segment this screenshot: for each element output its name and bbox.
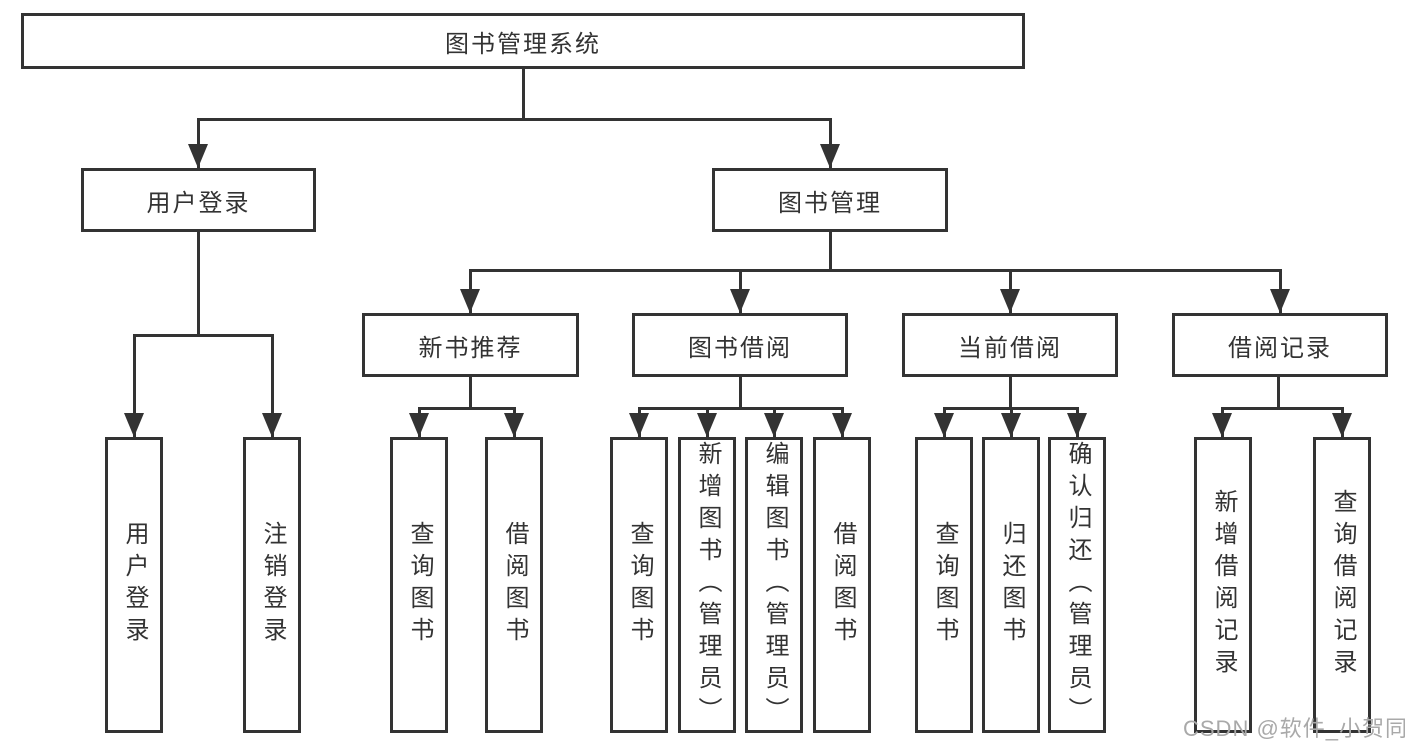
connector-line [739, 377, 742, 410]
arrow-down-icon [262, 413, 282, 437]
connector-line [197, 232, 200, 337]
arrow-down-icon [629, 413, 649, 437]
arrow-down-icon [1212, 413, 1232, 437]
arrow-down-icon [188, 144, 208, 168]
node-borrow-records-label: 借阅记录 [1228, 334, 1332, 362]
connector-line [133, 334, 274, 337]
node-book-borrow: 图书借阅 [632, 313, 848, 377]
connector-line [943, 407, 1079, 410]
leaf-bb-add-books-admin-label: 新增图书（管理员） [694, 441, 721, 729]
connector-line [829, 232, 832, 272]
node-current-borrow-label: 当前借阅 [958, 334, 1062, 362]
arrow-down-icon [1067, 413, 1087, 437]
leaf-cb-confirm-return-admin: 确认归还（管理员） [1048, 437, 1106, 733]
node-user-login: 用户登录 [81, 168, 316, 232]
connector-line [469, 377, 472, 410]
arrow-down-icon [730, 289, 750, 313]
connector-line [418, 407, 516, 410]
leaf-logout: 注销登录 [243, 437, 301, 733]
arrow-down-icon [832, 413, 852, 437]
arrow-down-icon [1332, 413, 1352, 437]
connector-line [522, 69, 525, 121]
node-library-system: 图书管理系统 [21, 13, 1025, 69]
arrow-down-icon [504, 413, 524, 437]
leaf-bb-query-books-label: 查询图书 [626, 521, 653, 649]
node-book-borrow-label: 图书借阅 [688, 334, 792, 362]
leaf-bb-edit-books-admin: 编辑图书（管理员） [745, 437, 803, 733]
leaf-logout-label: 注销登录 [259, 521, 286, 649]
arrow-down-icon [1000, 289, 1020, 313]
leaf-cb-query-books-label: 查询图书 [931, 521, 958, 649]
arrow-down-icon [1001, 413, 1021, 437]
leaf-nb-borrow-books: 借阅图书 [485, 437, 543, 733]
leaf-br-add-record: 新增借阅记录 [1194, 437, 1252, 733]
arrow-down-icon [1270, 289, 1290, 313]
arrow-down-icon [460, 289, 480, 313]
connector-line [1221, 407, 1344, 410]
connector-line [469, 269, 1282, 272]
leaf-bb-borrow-books-label: 借阅图书 [829, 521, 856, 649]
leaf-br-query-record: 查询借阅记录 [1313, 437, 1371, 733]
leaf-nb-query-books-label: 查询图书 [406, 521, 433, 649]
connector-line [197, 118, 832, 121]
connector-line [271, 336, 274, 437]
node-new-book-recommend: 新书推荐 [362, 313, 579, 377]
node-new-book-recommend-label: 新书推荐 [418, 334, 523, 362]
node-book-management: 图书管理 [712, 168, 948, 232]
csdn-watermark: CSDN @软件_小贺同学 [1183, 716, 1405, 741]
connector-line [1277, 377, 1280, 410]
arrow-down-icon [409, 413, 429, 437]
arrow-down-icon [820, 144, 840, 168]
leaf-user-login: 用户登录 [105, 437, 163, 733]
arrow-down-icon [697, 413, 717, 437]
arrow-down-icon [934, 413, 954, 437]
node-user-login-label: 用户登录 [146, 189, 251, 217]
leaf-cb-query-books: 查询图书 [915, 437, 973, 733]
node-library-system-label: 图书管理系统 [445, 30, 601, 58]
leaf-bb-borrow-books: 借阅图书 [813, 437, 871, 733]
node-current-borrow: 当前借阅 [902, 313, 1118, 377]
connector-line [197, 119, 200, 168]
connector-line [638, 407, 844, 410]
leaf-bb-edit-books-admin-label: 编辑图书（管理员） [761, 441, 788, 729]
leaf-cb-confirm-return-admin-label: 确认归还（管理员） [1064, 441, 1091, 729]
leaf-bb-query-books: 查询图书 [610, 437, 668, 733]
leaf-br-add-record-label: 新增借阅记录 [1210, 489, 1237, 681]
leaf-user-login-label: 用户登录 [121, 521, 148, 649]
leaf-bb-add-books-admin: 新增图书（管理员） [678, 437, 736, 733]
leaf-nb-query-books: 查询图书 [390, 437, 448, 733]
arrow-down-icon [764, 413, 784, 437]
leaf-cb-return-books: 归还图书 [982, 437, 1040, 733]
arrow-down-icon [124, 413, 144, 437]
connector-line [829, 119, 832, 168]
node-borrow-records: 借阅记录 [1172, 313, 1388, 377]
leaf-nb-borrow-books-label: 借阅图书 [501, 521, 528, 649]
leaf-cb-return-books-label: 归还图书 [998, 521, 1025, 649]
leaf-br-query-record-label: 查询借阅记录 [1329, 489, 1356, 681]
connector-line [1009, 377, 1012, 410]
node-book-management-label: 图书管理 [778, 189, 882, 217]
connector-line [133, 336, 136, 437]
